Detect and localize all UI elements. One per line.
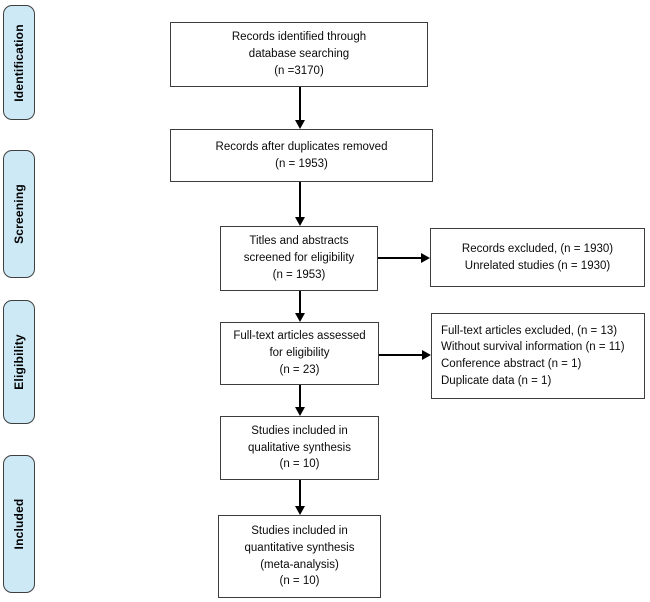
box-titles-abstracts-screened: Titles and abstracts screened for eligib… (220, 226, 378, 291)
arrow-screened-to-excluded (378, 253, 430, 263)
stage-included: Included (3, 455, 35, 593)
stage-eligibility: Eligibility (3, 300, 35, 424)
box-records-identified: Records identified through database sear… (170, 22, 428, 87)
stage-screening-label: Screening (12, 184, 26, 244)
box-fulltext-assessed: Full-text articles assessed for eligibil… (220, 322, 379, 385)
stage-identification-label: Identification (12, 23, 26, 102)
arrow-screened-to-fulltext (295, 291, 305, 322)
stage-eligibility-label: Eligibility (12, 334, 26, 390)
box-qualitative-synthesis: Studies included in qualitative synthesi… (220, 416, 379, 480)
arrow-fulltext-to-qualitative (295, 385, 305, 416)
stage-screening: Screening (3, 150, 35, 278)
box-records-excluded: Records excluded, (n = 1930) Unrelated s… (430, 228, 645, 287)
stage-included-label: Included (12, 498, 26, 550)
arrow-qualitative-to-quantitative (295, 480, 305, 515)
box-quantitative-synthesis: Studies included in quantitative synthes… (218, 515, 381, 598)
stage-identification: Identification (3, 5, 35, 120)
arrow-fulltext-to-excluded (379, 350, 431, 360)
box-fulltext-excluded: Full-text articles excluded, (n = 13) Wi… (431, 313, 645, 399)
box-duplicates-removed: Records after duplicates removed (n = 19… (170, 129, 433, 182)
arrow-duplicates-to-screened (295, 182, 305, 226)
arrow-identified-to-duplicates (295, 87, 305, 129)
